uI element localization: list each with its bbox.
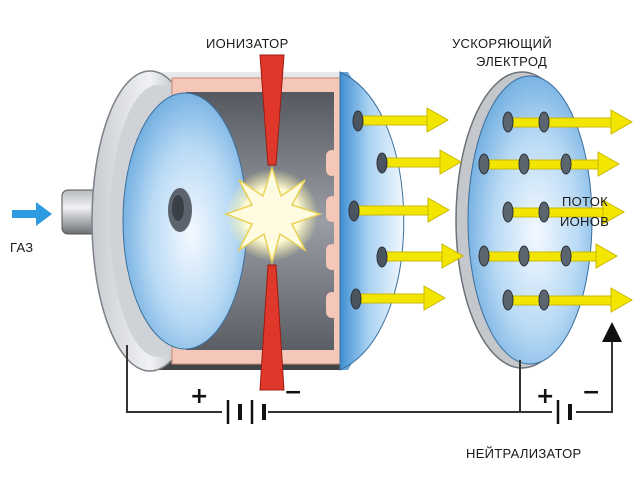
aperture xyxy=(350,288,362,310)
main-battery-minus: − xyxy=(284,380,303,405)
neutralizer-label: НЕЙТРАЛИЗАТОР xyxy=(466,446,582,461)
aperture xyxy=(538,111,550,133)
ion-flow-label-line2: ИОНОВ xyxy=(560,214,610,229)
battery-neutralizer xyxy=(556,400,572,424)
aperture xyxy=(502,289,514,311)
aperture xyxy=(560,153,572,175)
accelerating-electrode-label-line1: УСКОРЯЮЩИЙ xyxy=(452,36,552,51)
ionizer-electrode xyxy=(259,54,285,391)
neutralizer-arrow xyxy=(602,322,622,342)
aperture xyxy=(538,201,550,223)
accelerating-electrode-label-line2: ЭЛЕКТРОД xyxy=(476,54,548,69)
aperture xyxy=(502,201,514,223)
accelerating-electrode-holes xyxy=(478,111,572,311)
aperture xyxy=(502,111,514,133)
main-battery-plus: + xyxy=(190,384,209,409)
gas-input-arrow xyxy=(12,202,52,226)
battery-main xyxy=(226,400,266,424)
accelerating-electrode xyxy=(455,71,593,369)
ion-beam-arrows xyxy=(349,107,634,313)
aperture xyxy=(352,110,364,132)
neutralizer-battery-plus: + xyxy=(536,384,555,409)
wiring xyxy=(126,340,613,413)
ion-arrow xyxy=(377,149,463,175)
screen-grid-holes xyxy=(348,110,388,310)
ionizer-label: ИОНИЗАТОР xyxy=(206,36,289,51)
aperture xyxy=(518,153,530,175)
ion-arrow xyxy=(377,243,465,269)
neutralizer-battery-minus: − xyxy=(582,380,601,405)
gas-label: ГАЗ xyxy=(10,240,34,255)
aperture xyxy=(376,152,388,174)
aperture xyxy=(560,245,572,267)
aperture xyxy=(478,245,490,267)
rear-face xyxy=(122,92,248,350)
aperture xyxy=(518,245,530,267)
aperture xyxy=(478,153,490,175)
aperture xyxy=(376,246,388,268)
ion-flow-label-line1: ПОТОК xyxy=(562,194,608,209)
aperture xyxy=(538,289,550,311)
aperture xyxy=(348,200,360,222)
ionization-flash xyxy=(223,165,323,265)
